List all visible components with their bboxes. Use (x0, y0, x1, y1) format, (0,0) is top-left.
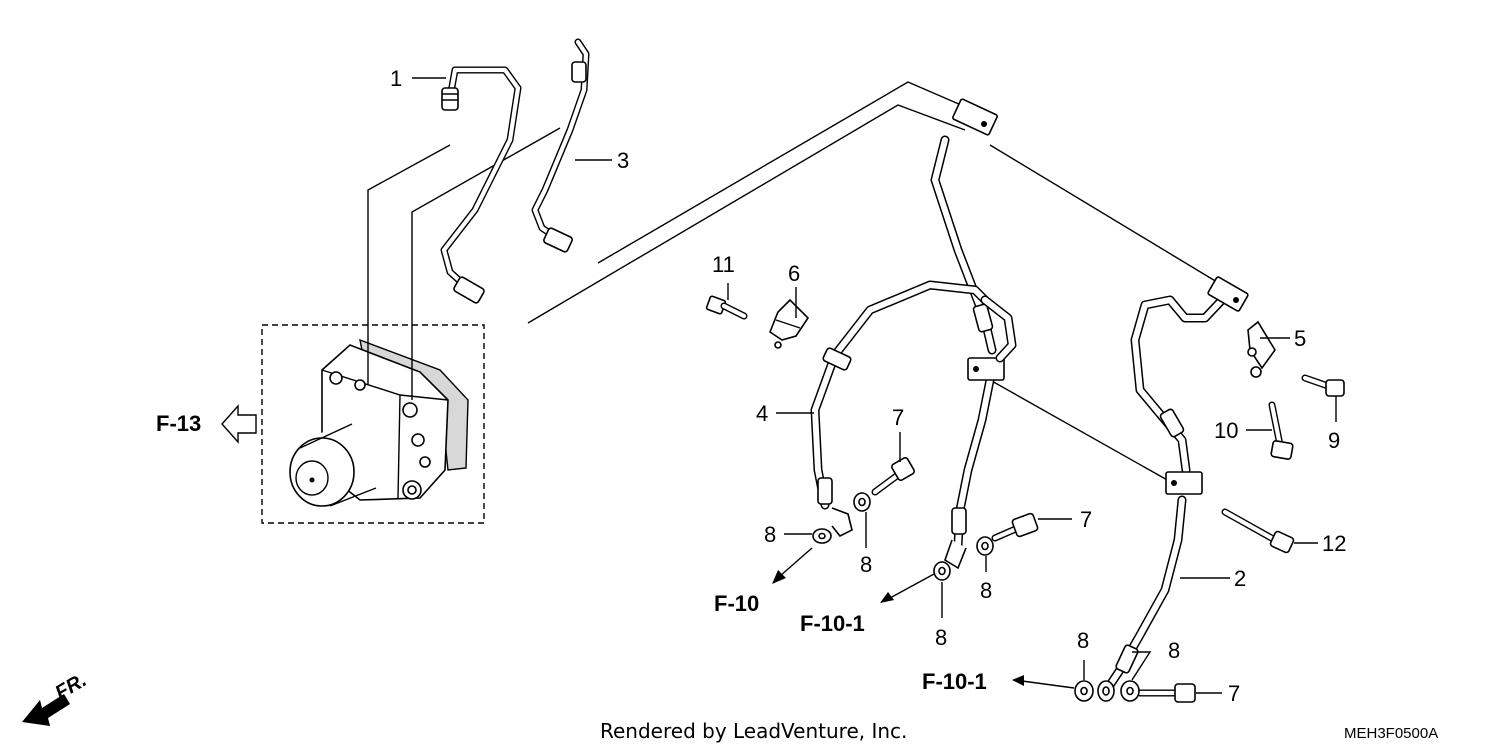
brake-hose-main[interactable] (930, 98, 1005, 570)
callout-1[interactable]: 1 (390, 66, 402, 91)
callout-2[interactable]: 2 (1234, 566, 1246, 591)
callout-8-c[interactable]: 8 (935, 625, 947, 650)
washer-8-a[interactable] (812, 528, 832, 544)
callout-6[interactable]: 6 (788, 261, 800, 286)
washer-8-b[interactable] (853, 492, 871, 512)
abs-unit-dashed-frame (261, 324, 485, 524)
clamp-6[interactable] (769, 298, 810, 349)
bolt-11[interactable] (705, 295, 748, 320)
washer-8-c[interactable] (933, 561, 951, 581)
front-direction-arrow-icon (22, 694, 70, 726)
callout-4[interactable]: 4 (756, 401, 768, 426)
bolt-7-left[interactable] (871, 457, 915, 496)
brake-hose-2[interactable] (1097, 276, 1249, 702)
callout-7-bottom[interactable]: 7 (1228, 681, 1240, 706)
callout-10[interactable]: 10 (1214, 418, 1238, 443)
bolt-7-mid[interactable] (991, 512, 1039, 542)
callout-8-a[interactable]: 8 (764, 522, 776, 547)
callout-8-f[interactable]: 8 (1168, 638, 1180, 663)
bolt-12[interactable] (1221, 508, 1295, 554)
ref-f10-1-b[interactable]: F-10-1 (922, 669, 987, 694)
brake-pipe-1[interactable] (440, 66, 522, 304)
callout-8-d[interactable]: 8 (980, 578, 992, 603)
diagram-code: MEH3F0500A (1344, 725, 1438, 742)
brake-hose-4[interactable] (810, 280, 1017, 538)
bolt-10[interactable] (1268, 401, 1294, 460)
washer-8-e[interactable] (1074, 680, 1094, 702)
pipe-3-leader (411, 127, 561, 400)
lower-pipe-leader (527, 104, 966, 324)
upper-pipe-leader (597, 81, 969, 264)
callout-8-e[interactable]: 8 (1077, 628, 1089, 653)
ref-f10[interactable]: F-10 (714, 591, 759, 616)
callout-11[interactable]: 11 (712, 252, 735, 277)
ref-f13[interactable]: F-13 (156, 411, 201, 436)
stay-5[interactable] (1247, 320, 1276, 378)
callout-12[interactable]: 12 (1322, 531, 1346, 556)
rendered-by-credit: Rendered by LeadVenture, Inc. (600, 719, 907, 743)
washer-8-f[interactable] (1120, 680, 1140, 702)
bolt-7-bottom[interactable] (1136, 683, 1196, 703)
abs-modulator-unit[interactable] (261, 324, 485, 524)
callout-8-b[interactable]: 8 (860, 552, 872, 577)
bolt-9[interactable] (1301, 374, 1345, 397)
brake-pipe-3[interactable] (531, 38, 590, 253)
f13-arrow-icon (221, 404, 257, 444)
pipe-1-leader (367, 144, 451, 385)
callout-leaders (412, 77, 1337, 694)
reference-arrows (772, 547, 1075, 689)
ref-f10-1-a[interactable]: F-10-1 (800, 611, 865, 636)
callout-7-mid[interactable]: 7 (1080, 507, 1092, 532)
hose-2-leader-top (989, 144, 1223, 286)
callout-9[interactable]: 9 (1328, 428, 1340, 453)
callout-5[interactable]: 5 (1294, 326, 1306, 351)
washer-8-d[interactable] (976, 536, 994, 556)
callout-3[interactable]: 3 (617, 148, 629, 173)
callout-7-left[interactable]: 7 (892, 405, 904, 430)
hose-2-leader-joint (989, 379, 1186, 491)
